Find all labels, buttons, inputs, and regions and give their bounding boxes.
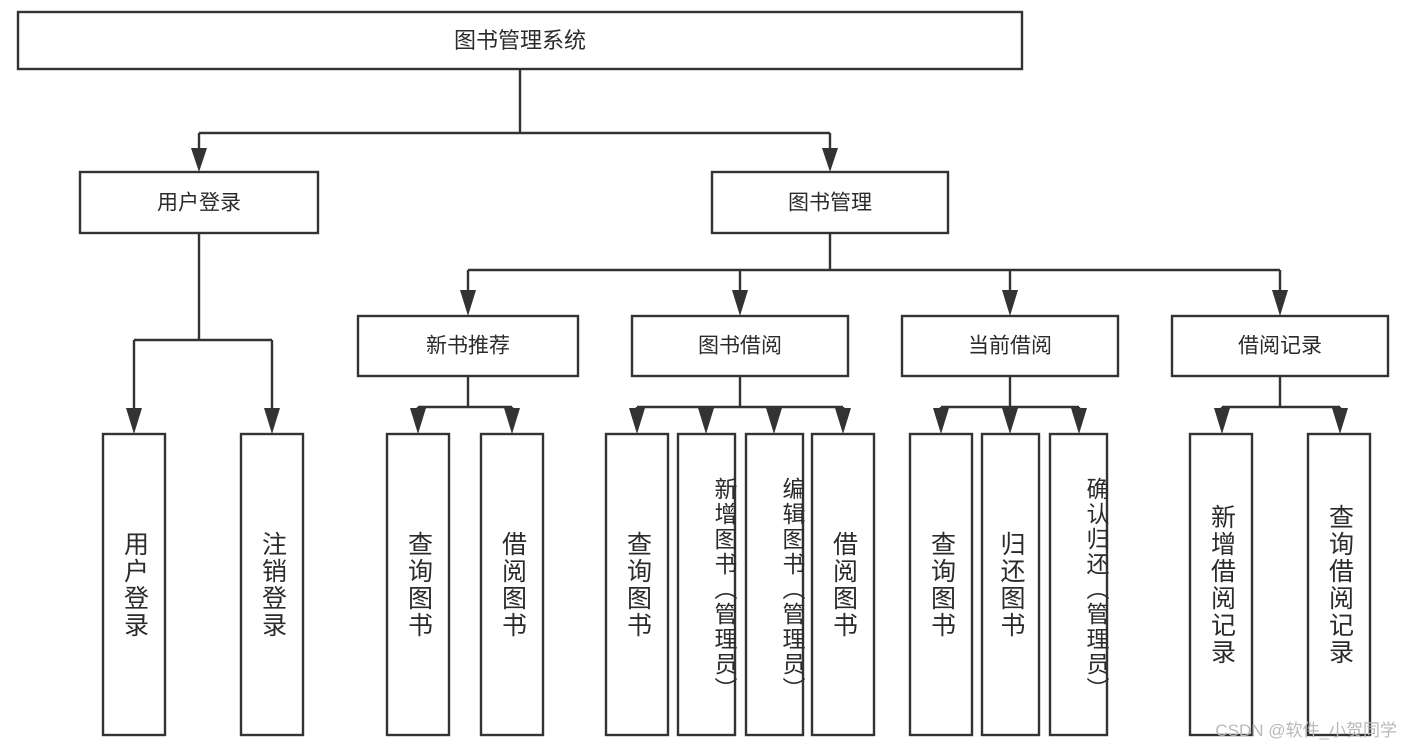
node-box-leaf-confirm-return[interactable]: [1048, 432, 1109, 737]
node-box-leaf-borrow-book-2[interactable]: [810, 432, 876, 737]
node-box-leaf-add-book[interactable]: [676, 432, 737, 737]
arrow-head-leaf-logout: [264, 408, 280, 434]
node-box-leaf-return-book[interactable]: [980, 432, 1041, 737]
connector-group-user-login: [126, 233, 280, 434]
node-box-leaf-query-book-1[interactable]: [385, 432, 451, 737]
connector-group-current-borrow: [933, 376, 1087, 434]
arrow-head-leaf-user-login: [126, 408, 142, 434]
csdn-watermark: CSDN @软件_小贺同学: [1215, 721, 1397, 740]
node-box-book-borrow[interactable]: [630, 314, 850, 378]
arrow-head-leaf-borrow-book-1: [504, 408, 520, 434]
arrow-head-book-mgmt: [822, 148, 838, 172]
node-label-root: 图书管理系统: [454, 28, 586, 53]
node-label-new-book-recommend: 新书推荐: [426, 335, 510, 358]
arrow-head-leaf-add-record: [1214, 408, 1230, 434]
connector-group-borrow-record: [1214, 376, 1348, 434]
arrow-head-leaf-add-book: [698, 408, 714, 434]
arrow-head-book-borrow: [732, 290, 748, 316]
node-label-user-login: 用户登录: [157, 192, 241, 215]
arrow-head-leaf-query-book-3: [933, 408, 949, 434]
node-box-leaf-borrow-book-1[interactable]: [479, 432, 545, 737]
node-box-leaf-query-book-3[interactable]: [908, 432, 974, 737]
node-box-book-management[interactable]: [710, 170, 950, 235]
node-box-leaf-add-record[interactable]: [1188, 432, 1254, 737]
node-box-leaf-query-record[interactable]: [1306, 432, 1372, 737]
node-box-leaf-edit-book[interactable]: [744, 432, 805, 737]
node-label-book-borrow: 图书借阅: [698, 335, 782, 358]
arrow-head-borrow-record: [1272, 290, 1288, 316]
node-label-current-borrow: 当前借阅: [968, 335, 1052, 358]
connector-group-book-borrow: [629, 376, 851, 434]
node-box-borrow-record[interactable]: [1170, 314, 1390, 378]
connector-group-root: [191, 69, 838, 172]
node-box-root[interactable]: [16, 10, 1024, 71]
arrow-head-new-book-recommend: [460, 290, 476, 316]
node-label-borrow-record: 借阅记录: [1238, 335, 1322, 358]
arrow-head-leaf-confirm-return: [1071, 408, 1087, 434]
arrow-head-leaf-return-book: [1002, 408, 1018, 434]
arrow-head-leaf-edit-book: [766, 408, 782, 434]
arrow-head-leaf-query-record: [1332, 408, 1348, 434]
node-box-leaf-user-login[interactable]: [101, 432, 167, 737]
node-box-leaf-logout[interactable]: [239, 432, 305, 737]
arrow-head-leaf-query-book-2: [629, 408, 645, 434]
node-label-book-management: 图书管理: [788, 192, 872, 215]
arrow-head-user-login: [191, 148, 207, 172]
node-box-current-borrow[interactable]: [900, 314, 1120, 378]
arrow-head-leaf-query-book-1: [410, 408, 426, 434]
connector-group-book-mgmt: [460, 233, 1288, 316]
node-box-new-book-recommend[interactable]: [356, 314, 580, 378]
node-box-user-login[interactable]: [78, 170, 320, 235]
arrow-head-current-borrow: [1002, 290, 1018, 316]
connector-group-new-book-recommend: [410, 376, 520, 434]
arrow-head-leaf-borrow-book-2: [835, 408, 851, 434]
node-box-leaf-query-book-2[interactable]: [604, 432, 670, 737]
